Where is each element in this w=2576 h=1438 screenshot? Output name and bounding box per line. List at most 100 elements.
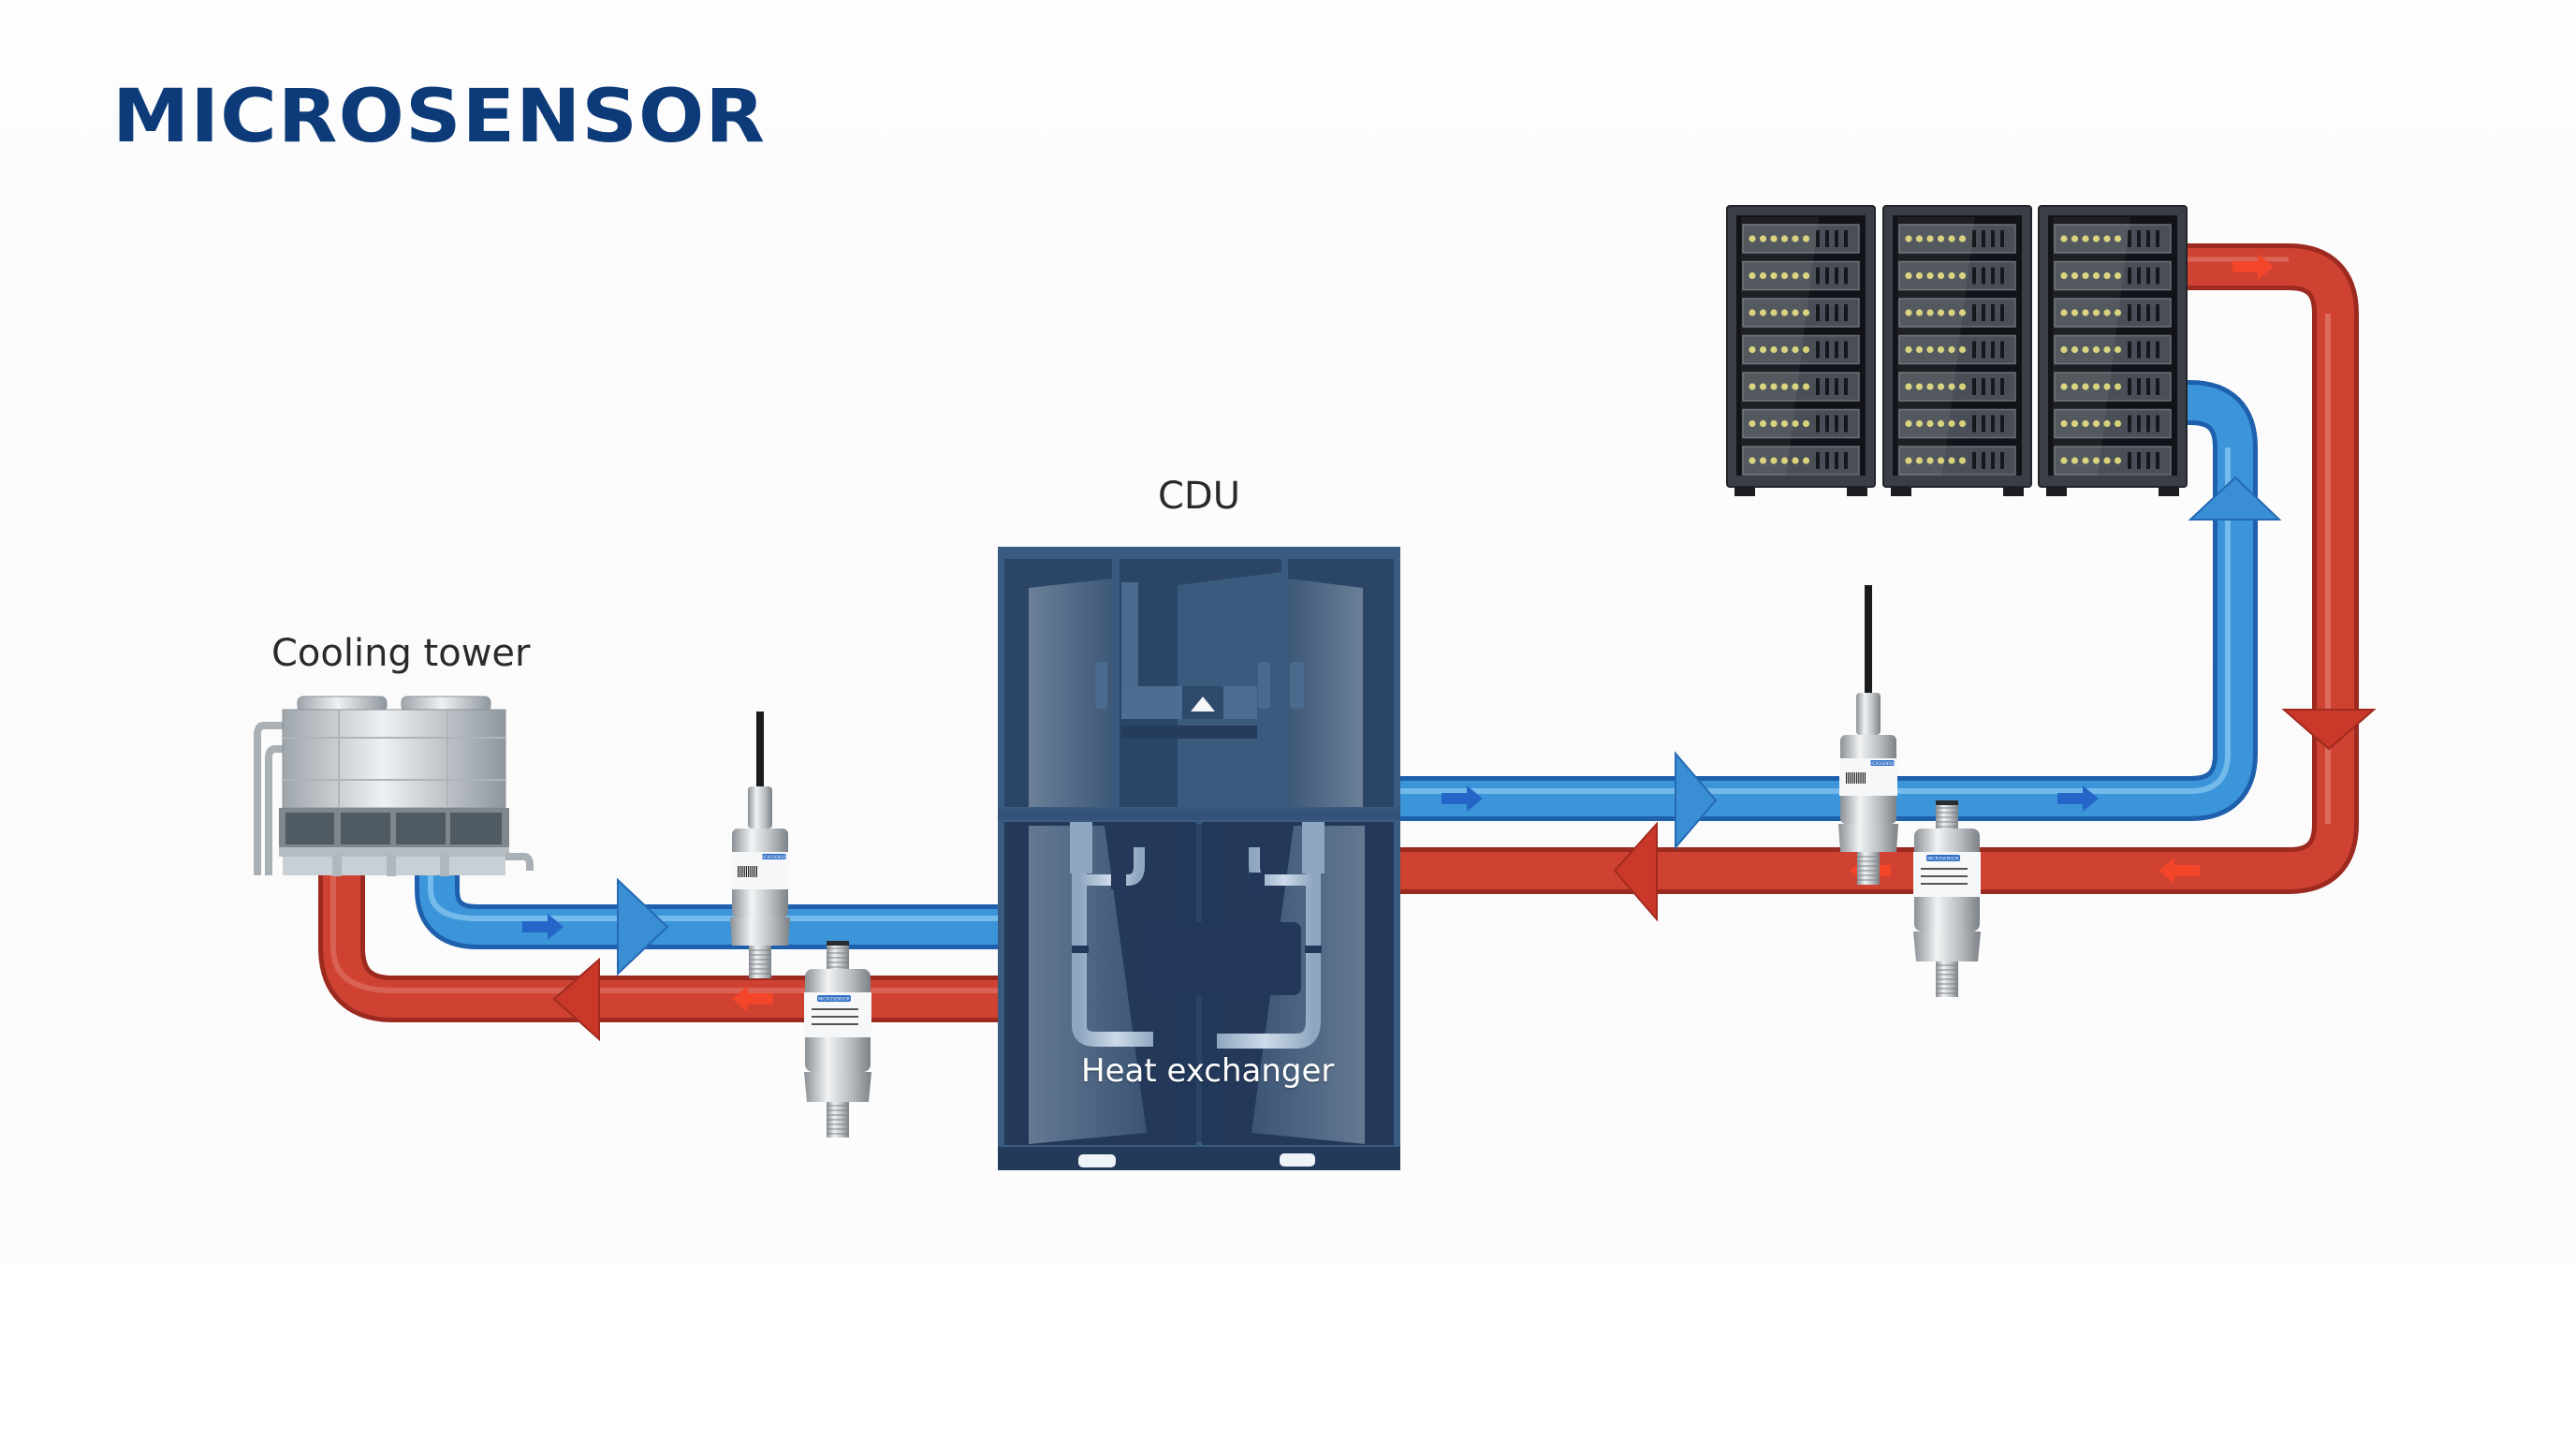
heat-exchanger-label: Heat exchanger	[1081, 1052, 1335, 1090]
status-led-icon	[2092, 345, 2100, 354]
status-led-icon	[1915, 419, 1924, 428]
server-unit	[2054, 372, 2172, 402]
status-led-icon	[1770, 271, 1778, 280]
status-led-icon	[2082, 419, 2089, 428]
flow-arrow-up-icon	[2188, 476, 2282, 521]
flow-arrow-left-icon	[552, 957, 600, 1042]
server-unit	[1742, 334, 1860, 365]
server-unit	[1898, 446, 2016, 476]
status-led-icon	[1948, 457, 1955, 464]
status-led-icon	[1749, 345, 1756, 354]
status-led-icon	[2071, 345, 2079, 354]
status-led-icon	[1802, 419, 1810, 428]
status-led-icon	[1749, 419, 1756, 428]
status-led-icon	[1802, 345, 1810, 354]
status-led-icon	[1792, 271, 1799, 280]
status-led-icon	[1905, 383, 1912, 390]
status-led-icon	[1770, 235, 1778, 242]
status-led-icon	[2114, 457, 2122, 464]
pressure-sensor-connector: MICROSENSOR	[1913, 800, 1981, 997]
status-led-icon	[1749, 271, 1756, 280]
status-led-icon	[1770, 345, 1778, 354]
hot-return-pipe-left	[318, 871, 1002, 1022]
server-unit	[1742, 408, 1860, 439]
status-led-icon	[2103, 271, 2111, 280]
status-led-icon	[1948, 235, 1955, 242]
status-led-icon	[2082, 345, 2089, 354]
status-led-icon	[2103, 383, 2111, 390]
status-led-icon	[1926, 383, 1934, 390]
status-led-icon	[1759, 309, 1767, 316]
status-led-icon	[1780, 457, 1789, 464]
status-led-icon	[1792, 309, 1799, 316]
status-led-icon	[1926, 235, 1934, 242]
server-unit	[1898, 408, 2016, 439]
status-led-icon	[1749, 235, 1756, 242]
server-unit	[2054, 446, 2172, 476]
status-led-icon	[1759, 271, 1767, 280]
status-led-icon	[2060, 419, 2068, 428]
status-led-icon	[2071, 271, 2079, 280]
server-unit	[1742, 224, 1860, 254]
status-led-icon	[2060, 271, 2068, 280]
cdu-warning-triangle-icon	[1191, 697, 1215, 712]
cooling-tower-label: Cooling tower	[271, 632, 531, 675]
status-led-icon	[1780, 383, 1789, 390]
status-led-icon	[1958, 457, 1967, 464]
status-led-icon	[2092, 383, 2100, 390]
server-unit	[1742, 260, 1860, 291]
flow-arrow-left-icon	[1613, 821, 1658, 922]
status-led-icon	[1937, 309, 1945, 316]
svg-text:MICROSENSOR: MICROSENSOR	[760, 855, 788, 859]
status-led-icon	[2071, 309, 2079, 316]
status-led-icon	[1915, 345, 1924, 354]
status-led-icon	[1749, 383, 1756, 390]
status-led-icon	[1937, 457, 1945, 464]
status-led-icon	[2060, 457, 2068, 464]
status-led-icon	[1948, 345, 1955, 354]
server-unit	[1742, 446, 1860, 476]
status-led-icon	[1905, 309, 1912, 316]
status-led-icon	[1926, 271, 1934, 280]
svg-text:MICROSENSOR: MICROSENSOR	[818, 997, 850, 1003]
status-led-icon	[2082, 309, 2089, 316]
status-led-icon	[1958, 419, 1967, 428]
status-led-icon	[1770, 383, 1778, 390]
status-led-icon	[2071, 457, 2079, 464]
status-led-icon	[1780, 271, 1789, 280]
status-led-icon	[1937, 419, 1945, 428]
status-led-icon	[2082, 383, 2089, 390]
status-led-icon	[1802, 235, 1810, 242]
status-led-icon	[1792, 345, 1799, 354]
status-led-icon	[1802, 271, 1810, 280]
server-unit	[1898, 260, 2016, 291]
server-rack	[2038, 205, 2188, 496]
status-led-icon	[2103, 345, 2111, 354]
cold-supply-pipe-left	[415, 871, 1002, 949]
status-led-icon	[1915, 383, 1924, 390]
microsensor-logo: MICROSENSOR	[112, 75, 767, 159]
status-led-icon	[1958, 383, 1967, 390]
status-led-icon	[1915, 457, 1924, 464]
status-led-icon	[2060, 235, 2068, 242]
server-unit	[2054, 408, 2172, 439]
server-unit	[1898, 372, 2016, 402]
status-led-icon	[2071, 235, 2079, 242]
status-led-icon	[1792, 235, 1799, 242]
status-led-icon	[1780, 345, 1789, 354]
status-led-icon	[1958, 271, 1967, 280]
pressure-sensor-cable: MICROSENSOR	[1838, 585, 1898, 885]
status-led-icon	[2071, 419, 2079, 428]
svg-text:MICROSENSOR: MICROSENSOR	[1927, 857, 1959, 862]
status-led-icon	[1905, 271, 1912, 280]
status-led-icon	[1780, 309, 1789, 316]
status-led-icon	[2060, 345, 2068, 354]
status-led-icon	[1926, 457, 1934, 464]
pressure-sensor-connector: MICROSENSOR	[804, 941, 871, 1137]
status-led-icon	[2092, 271, 2100, 280]
cold-supply-pipe-right	[1398, 380, 2258, 821]
server-unit	[2054, 298, 2172, 328]
